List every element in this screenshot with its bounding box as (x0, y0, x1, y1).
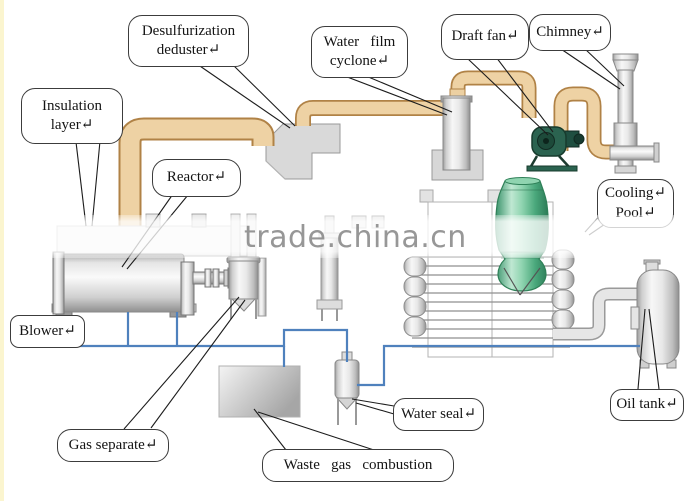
callout-label: Waste gas combustion (283, 456, 433, 473)
callout-oil-tank: Oil tank↵ (610, 389, 684, 421)
condenser-to-tank-pipe (553, 287, 640, 341)
oil-tank (630, 259, 680, 369)
deduster-body (265, 123, 341, 180)
callout-label: Gas separate↵ (68, 436, 158, 453)
watermark-text: trade.china.cn (244, 220, 467, 255)
callout-label: Reactor↵ (166, 169, 227, 186)
water-seal (334, 351, 360, 425)
callout-label: deduster↵ (156, 42, 221, 58)
callout-label: Water seal↵ (400, 405, 477, 422)
condenser-headers (403, 249, 575, 337)
draft-fan (526, 126, 585, 172)
callout-desulfurization-deduster: Desulfurization deduster↵ (128, 15, 249, 67)
condenser-tubes (412, 256, 570, 348)
callout-label: Draft fan↵ (451, 28, 519, 45)
combustion-furnace (218, 365, 301, 418)
callout-insulation-layer: Insulation layer↵ (21, 88, 123, 144)
callout-label: Cooling↵ (605, 185, 666, 201)
cyclone-to-fan-pipe (452, 72, 535, 118)
callout-label: Oil tank↵ (616, 396, 678, 413)
callout-water-film-cyclone: Water film cyclone↵ (311, 26, 408, 78)
left-edge-strip (0, 0, 4, 501)
water-film-cyclone (431, 88, 484, 181)
deduster-to-cyclone-pipe (296, 101, 448, 126)
callout-reactor: Reactor↵ (152, 159, 241, 197)
fan-to-chimney-pipe (555, 88, 614, 158)
reactor-to-deduster-pipe (120, 119, 273, 252)
chimney (609, 53, 660, 174)
callout-label: cyclone↵ (329, 53, 390, 69)
watermark-band (0, 215, 695, 258)
callout-label: Desulfurization (141, 22, 236, 39)
callout-blower: Blower↵ (10, 315, 85, 348)
callout-label: Water film (323, 33, 396, 50)
callout-label: Blower↵ (19, 322, 76, 339)
callout-draft-fan: Draft fan↵ (441, 14, 529, 60)
callout-label: Chimney↵ (536, 23, 604, 40)
gas-pipes (118, 70, 614, 252)
callout-label: Insulation (42, 97, 102, 114)
callout-waste-gas-combustion: Waste gas combustion (262, 449, 454, 482)
callout-label: layer↵ (50, 117, 94, 133)
water-pipes (36, 312, 640, 387)
callout-water-seal: Water seal↵ (393, 398, 484, 431)
reactor-drum (55, 253, 185, 313)
callout-chimney: Chimney↵ (529, 14, 611, 51)
callout-gas-separate: Gas separate↵ (57, 429, 169, 462)
